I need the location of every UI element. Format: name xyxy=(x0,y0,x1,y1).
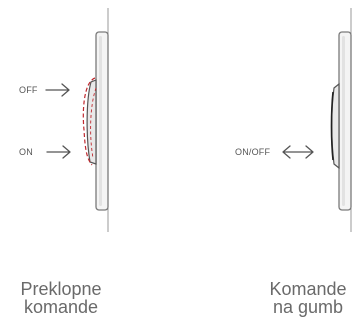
right-caption-line1: Komande xyxy=(269,279,347,299)
push-button-face-line xyxy=(330,91,334,161)
rocker-highlight-outline-inner xyxy=(90,87,97,159)
left-plate-inner-edge xyxy=(99,36,102,206)
rocker-highlight-outline xyxy=(82,77,96,166)
push-button-switch-illustration xyxy=(282,8,352,232)
onoff-double-arrow-icon xyxy=(282,145,314,159)
on-arrow-icon xyxy=(46,145,71,159)
right-plate-inner-edge xyxy=(342,36,345,206)
rocker-body xyxy=(86,79,97,165)
left-caption-line2: komande xyxy=(23,297,99,317)
onoff-label: ON/OFF xyxy=(235,147,271,157)
on-label: ON xyxy=(19,147,33,157)
off-arrow-icon xyxy=(45,83,70,97)
rocker-switch-illustration xyxy=(45,8,109,232)
off-label: OFF xyxy=(19,85,38,95)
right-caption-line2: na gumb xyxy=(272,297,344,317)
left-caption-line1: Preklopne xyxy=(20,279,102,299)
